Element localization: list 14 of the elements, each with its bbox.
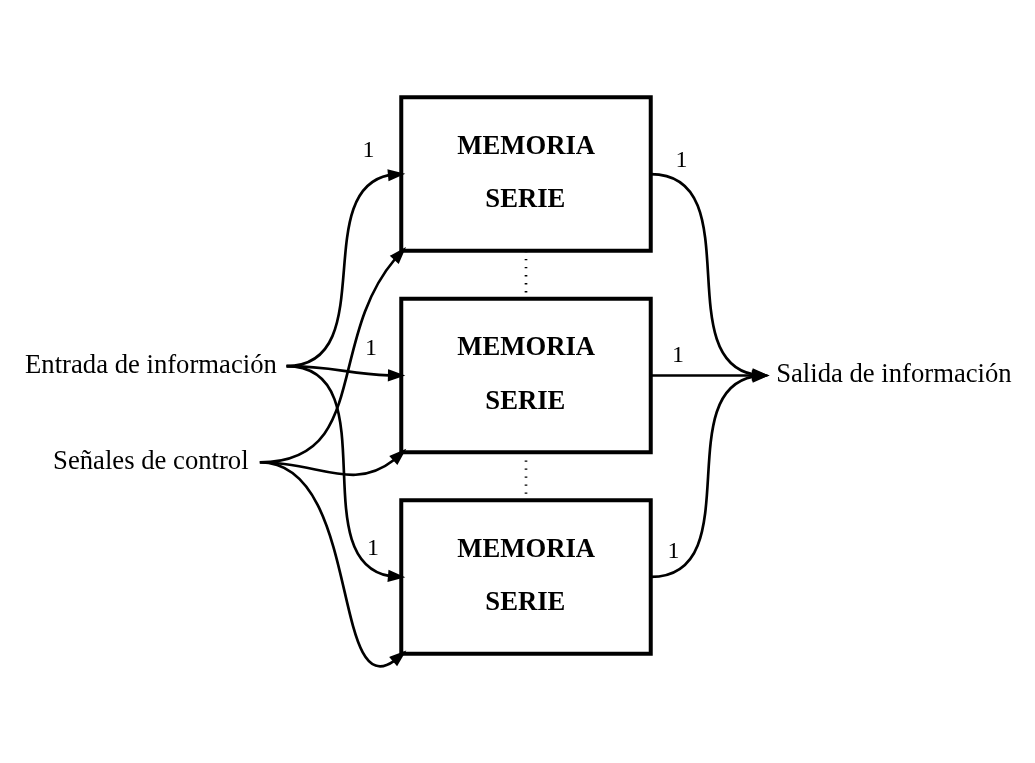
edge-label: 1 bbox=[671, 340, 684, 367]
edge-label: 1 bbox=[366, 533, 379, 560]
node-box: MEMORIA SERIE bbox=[398, 296, 653, 454]
edge-label: 1 bbox=[667, 536, 680, 563]
node-text: Señales de control bbox=[52, 444, 249, 475]
node-text: Salida de información bbox=[775, 357, 1012, 388]
edge-label: 1 bbox=[361, 135, 374, 162]
arrow bbox=[259, 460, 406, 668]
edge-label: 1 bbox=[364, 333, 377, 360]
arrow bbox=[285, 364, 405, 582]
node-text: Entrada de información bbox=[24, 348, 277, 379]
node-box: MEMORIA SERIE bbox=[398, 497, 653, 656]
edge-label: 1 bbox=[674, 145, 687, 172]
node-box: MEMORIA SERIE bbox=[398, 94, 653, 253]
